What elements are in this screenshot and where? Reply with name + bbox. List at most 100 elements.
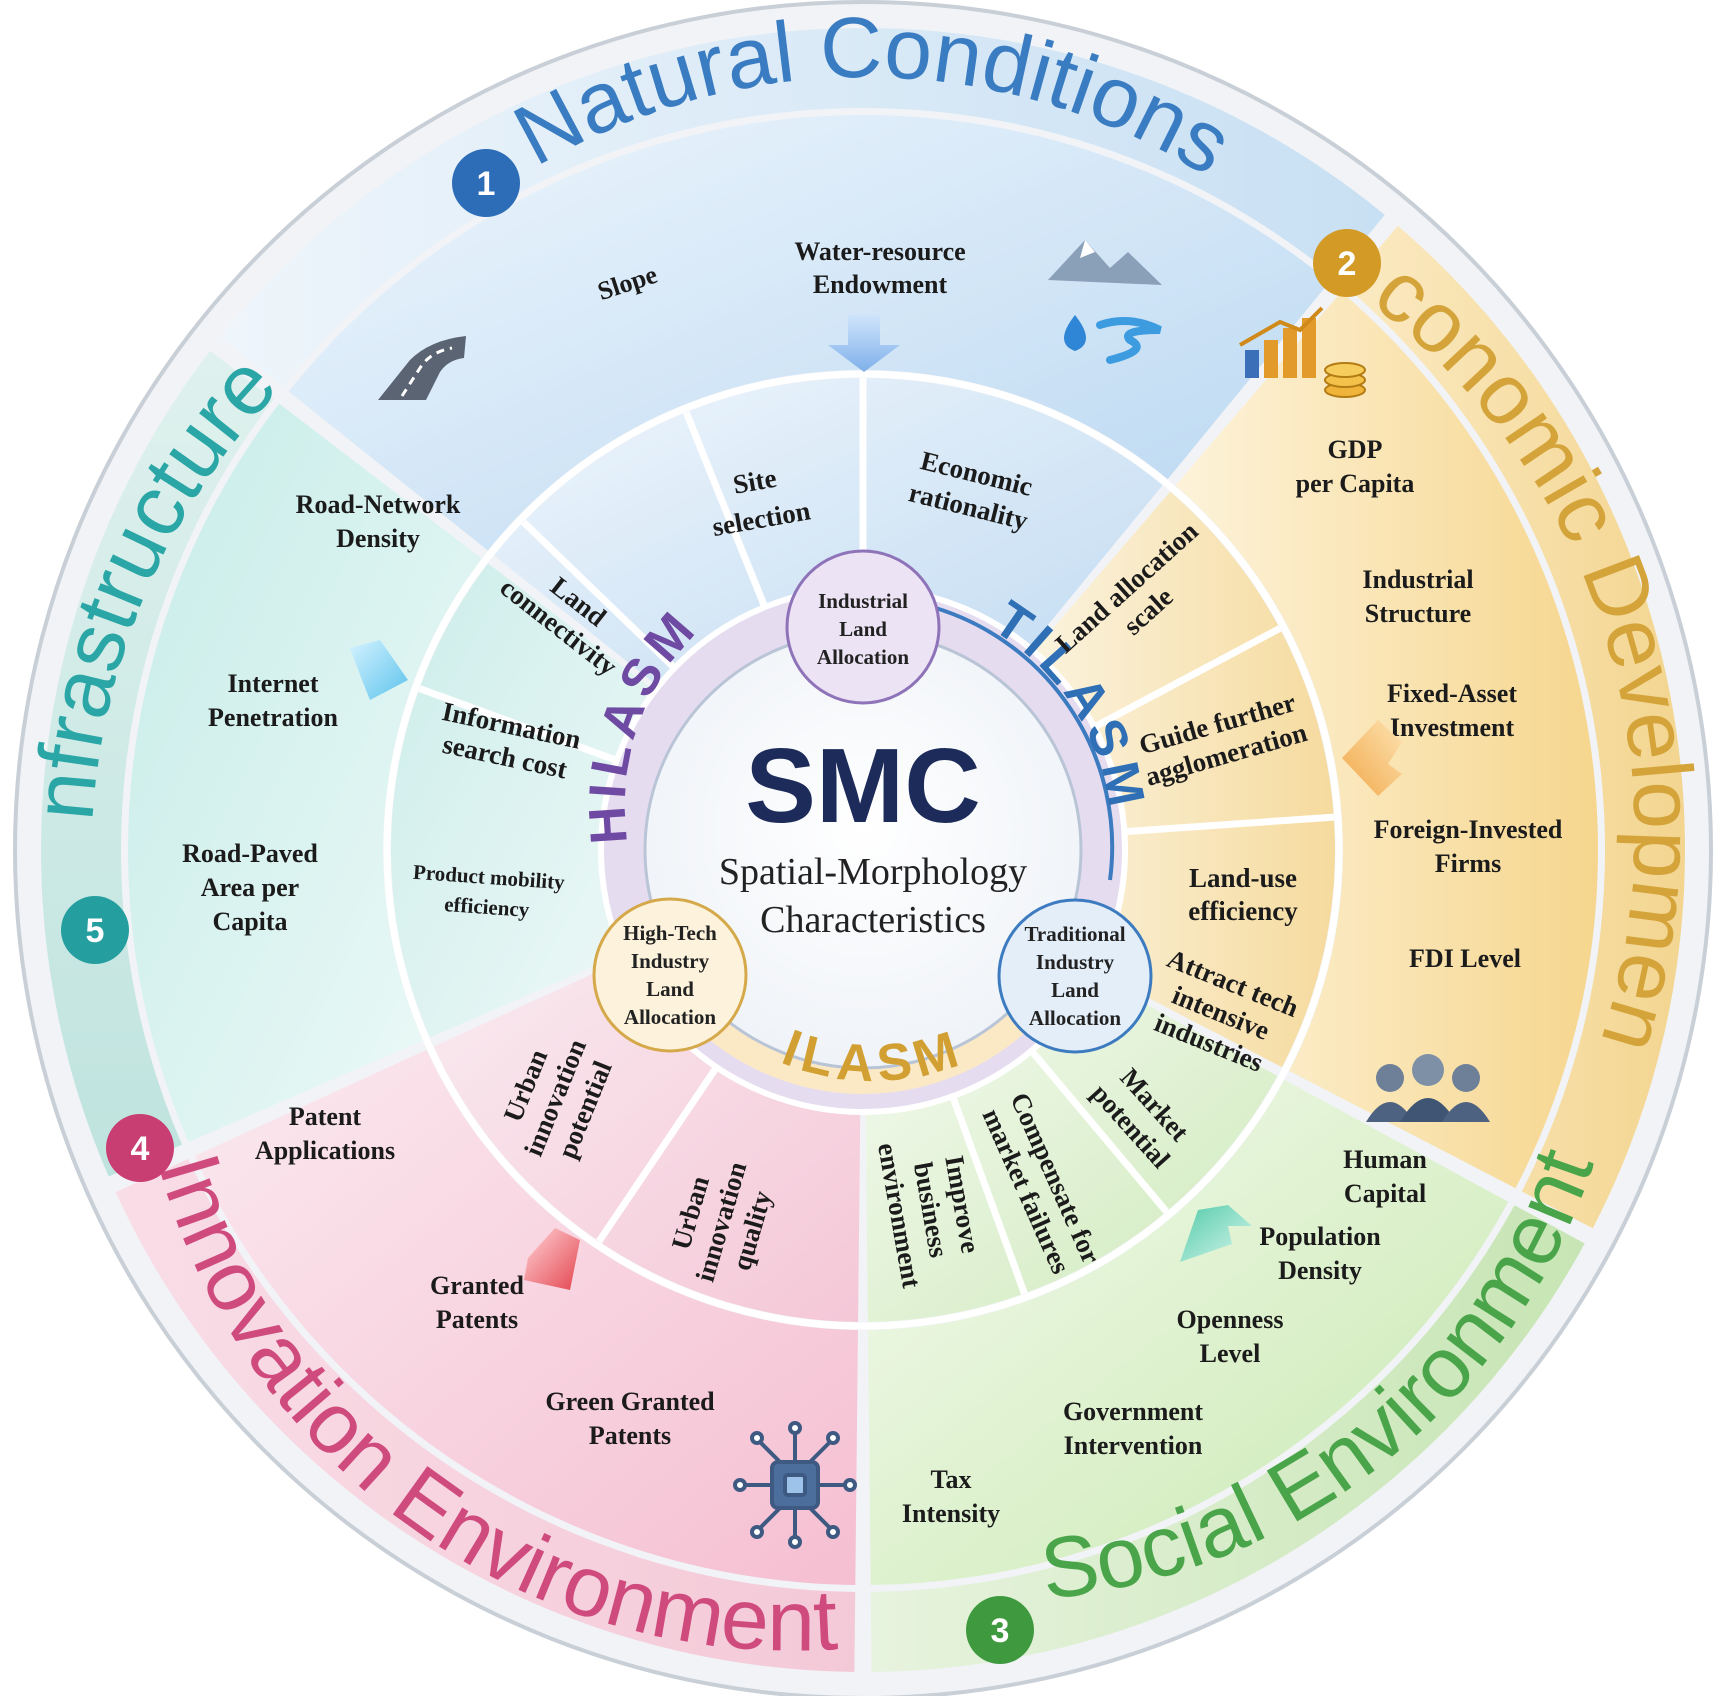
svg-text:Traditional: Traditional (1024, 922, 1125, 946)
traditional-allocation-circle: Traditional Industry Land Allocation (997, 898, 1153, 1054)
svg-text:5: 5 (86, 912, 105, 950)
svg-text:Land: Land (1051, 978, 1099, 1002)
svg-text:Patents: Patents (589, 1421, 671, 1450)
svg-text:Structure: Structure (1365, 599, 1471, 628)
svg-text:Population: Population (1259, 1222, 1381, 1251)
infrastructure-mechanism-sector (391, 563, 655, 1038)
natural-title-sector (220, 28, 1385, 388)
svg-text:Allocation: Allocation (817, 645, 909, 669)
natural-arrow (828, 315, 900, 372)
svg-text:per Capita: per Capita (1296, 469, 1415, 498)
svg-text:Openness: Openness (1177, 1305, 1284, 1334)
svg-text:Allocation: Allocation (624, 1005, 716, 1029)
svg-text:4: 4 (131, 1130, 150, 1168)
svg-text:Capita: Capita (212, 907, 287, 936)
sector-separators (383, 370, 1343, 1330)
indicator-population-density: Population Density (1259, 1222, 1381, 1285)
indicator-industrial-structure: Industrial Structure (1362, 565, 1473, 628)
indicator-foreign-invested-firms: Foreign-Invested Firms (1374, 815, 1563, 878)
svg-text:Penetration: Penetration (208, 703, 339, 732)
infrastructure-indicator-sector (127, 403, 482, 1142)
innovation-title-sector (115, 1158, 856, 1672)
indicator-granted-patents: Granted Patents (430, 1271, 524, 1334)
svg-text:GDP: GDP (1328, 435, 1383, 464)
svg-text:Area per: Area per (201, 873, 299, 902)
center-subtitle-line1: Spatial-Morphology (719, 851, 1027, 893)
svg-text:Site: Site (731, 463, 779, 500)
svg-text:Investment: Investment (1390, 713, 1515, 742)
mechanism-outer-divider (383, 370, 1343, 1330)
center-subtitle-line2: Characteristics (760, 899, 986, 941)
indicator-road-network-density: Road-Network Density (296, 490, 461, 553)
svg-text:1: 1 (477, 165, 496, 203)
indicator-gdp-per-capita: GDP per Capita (1296, 435, 1415, 498)
social-number-badge: 3 (966, 1596, 1034, 1664)
indicator-tax-intensity: Tax Intensity (902, 1465, 1000, 1528)
tilasm-ring-outline (924, 603, 1115, 881)
svg-text:Density: Density (1278, 1256, 1362, 1285)
center-title: SMC (745, 727, 981, 845)
mechanism-divider-2 (1124, 813, 1335, 836)
svg-text:Internet: Internet (228, 669, 319, 698)
indicator-green-granted-patents: Green Granted Patents (545, 1387, 715, 1450)
svg-text:Land: Land (646, 977, 694, 1001)
indicator-government-intervention: Government Intervention (1063, 1397, 1203, 1460)
svg-text:Intensity: Intensity (902, 1499, 1000, 1528)
indicator-fdi-level: FDI Level (1409, 944, 1521, 973)
svg-text:Granted: Granted (430, 1271, 524, 1300)
ilasm-ring-segment (650, 950, 1076, 1094)
indicator-water-resource-line1: Water-resource (794, 237, 965, 266)
social-arrow (1180, 1205, 1252, 1262)
natural-number-badge: 1 (452, 149, 520, 217)
title-band (40, 28, 1685, 1672)
innovation-mechanism-sector (433, 959, 861, 1322)
indicator-human-capital: Human Capital (1343, 1145, 1427, 1208)
svg-text:Industry: Industry (631, 949, 710, 973)
mechanism-divider-3 (1028, 1048, 1170, 1214)
indicator-patent-applications: Patent Applications (255, 1102, 395, 1165)
circuit-chip-icon (733, 1421, 857, 1549)
svg-text:Patent: Patent (289, 1102, 362, 1131)
mechanism-divider-8 (682, 411, 769, 609)
mechanism-land-use-efficiency: Land-use efficiency (1188, 863, 1298, 926)
mechanism-divider-5 (596, 1065, 720, 1244)
indicator-water-resource-line2: Endowment (813, 270, 948, 299)
road-icon (378, 336, 466, 400)
mechanism-divider-1 (1092, 625, 1282, 731)
mechanism-divider-4 (949, 1095, 1028, 1295)
svg-text:Government: Government (1063, 1397, 1203, 1426)
economic-arrow (1342, 720, 1402, 796)
mechanism-divider-7 (521, 519, 677, 671)
svg-text:Industrial: Industrial (1362, 565, 1473, 594)
svg-text:Foreign-Invested: Foreign-Invested (1374, 815, 1563, 844)
indicator-internet-penetration: Internet Penetration (208, 669, 339, 732)
innovation-indicator-sector (194, 1049, 858, 1585)
svg-text:Human: Human (1343, 1145, 1427, 1174)
infrastructure-number-badge: 5 (61, 896, 129, 964)
svg-text:Level: Level (1200, 1339, 1261, 1368)
svg-text:Allocation: Allocation (1029, 1006, 1121, 1030)
economic-number-badge: 2 (1313, 229, 1381, 297)
bar-chart-coins-icon (1239, 306, 1366, 398)
svg-text:efficiency: efficiency (444, 892, 531, 922)
svg-text:Tax: Tax (931, 1465, 972, 1494)
infrastructure-title-sector (40, 350, 274, 1177)
natural-mechanism-sector (494, 377, 1163, 687)
economic-title-sector (1345, 225, 1685, 1229)
svg-text:Firms: Firms (1435, 849, 1501, 878)
innovation-number-badge: 4 (106, 1114, 174, 1182)
svg-text:3: 3 (991, 1612, 1010, 1650)
indicator-fixed-asset-investment: Fixed-Asset Investment (1387, 679, 1517, 742)
infrastructure-arrow (350, 640, 408, 700)
svg-text:2: 2 (1338, 245, 1357, 283)
indicator-band (127, 115, 1598, 1585)
indicator-road-paved-area: Road-Paved Area per Capita (182, 839, 318, 936)
natural-indicator-sector (288, 115, 1330, 551)
svg-text:Capital: Capital (1344, 1179, 1426, 1208)
svg-text:Industrial: Industrial (818, 589, 908, 613)
mechanism-band (391, 377, 1335, 1322)
social-indicator-sector (868, 1079, 1509, 1585)
industrial-allocation-circle: Industrial Land Allocation (785, 549, 941, 705)
svg-text:Road-Paved: Road-Paved (182, 839, 318, 868)
